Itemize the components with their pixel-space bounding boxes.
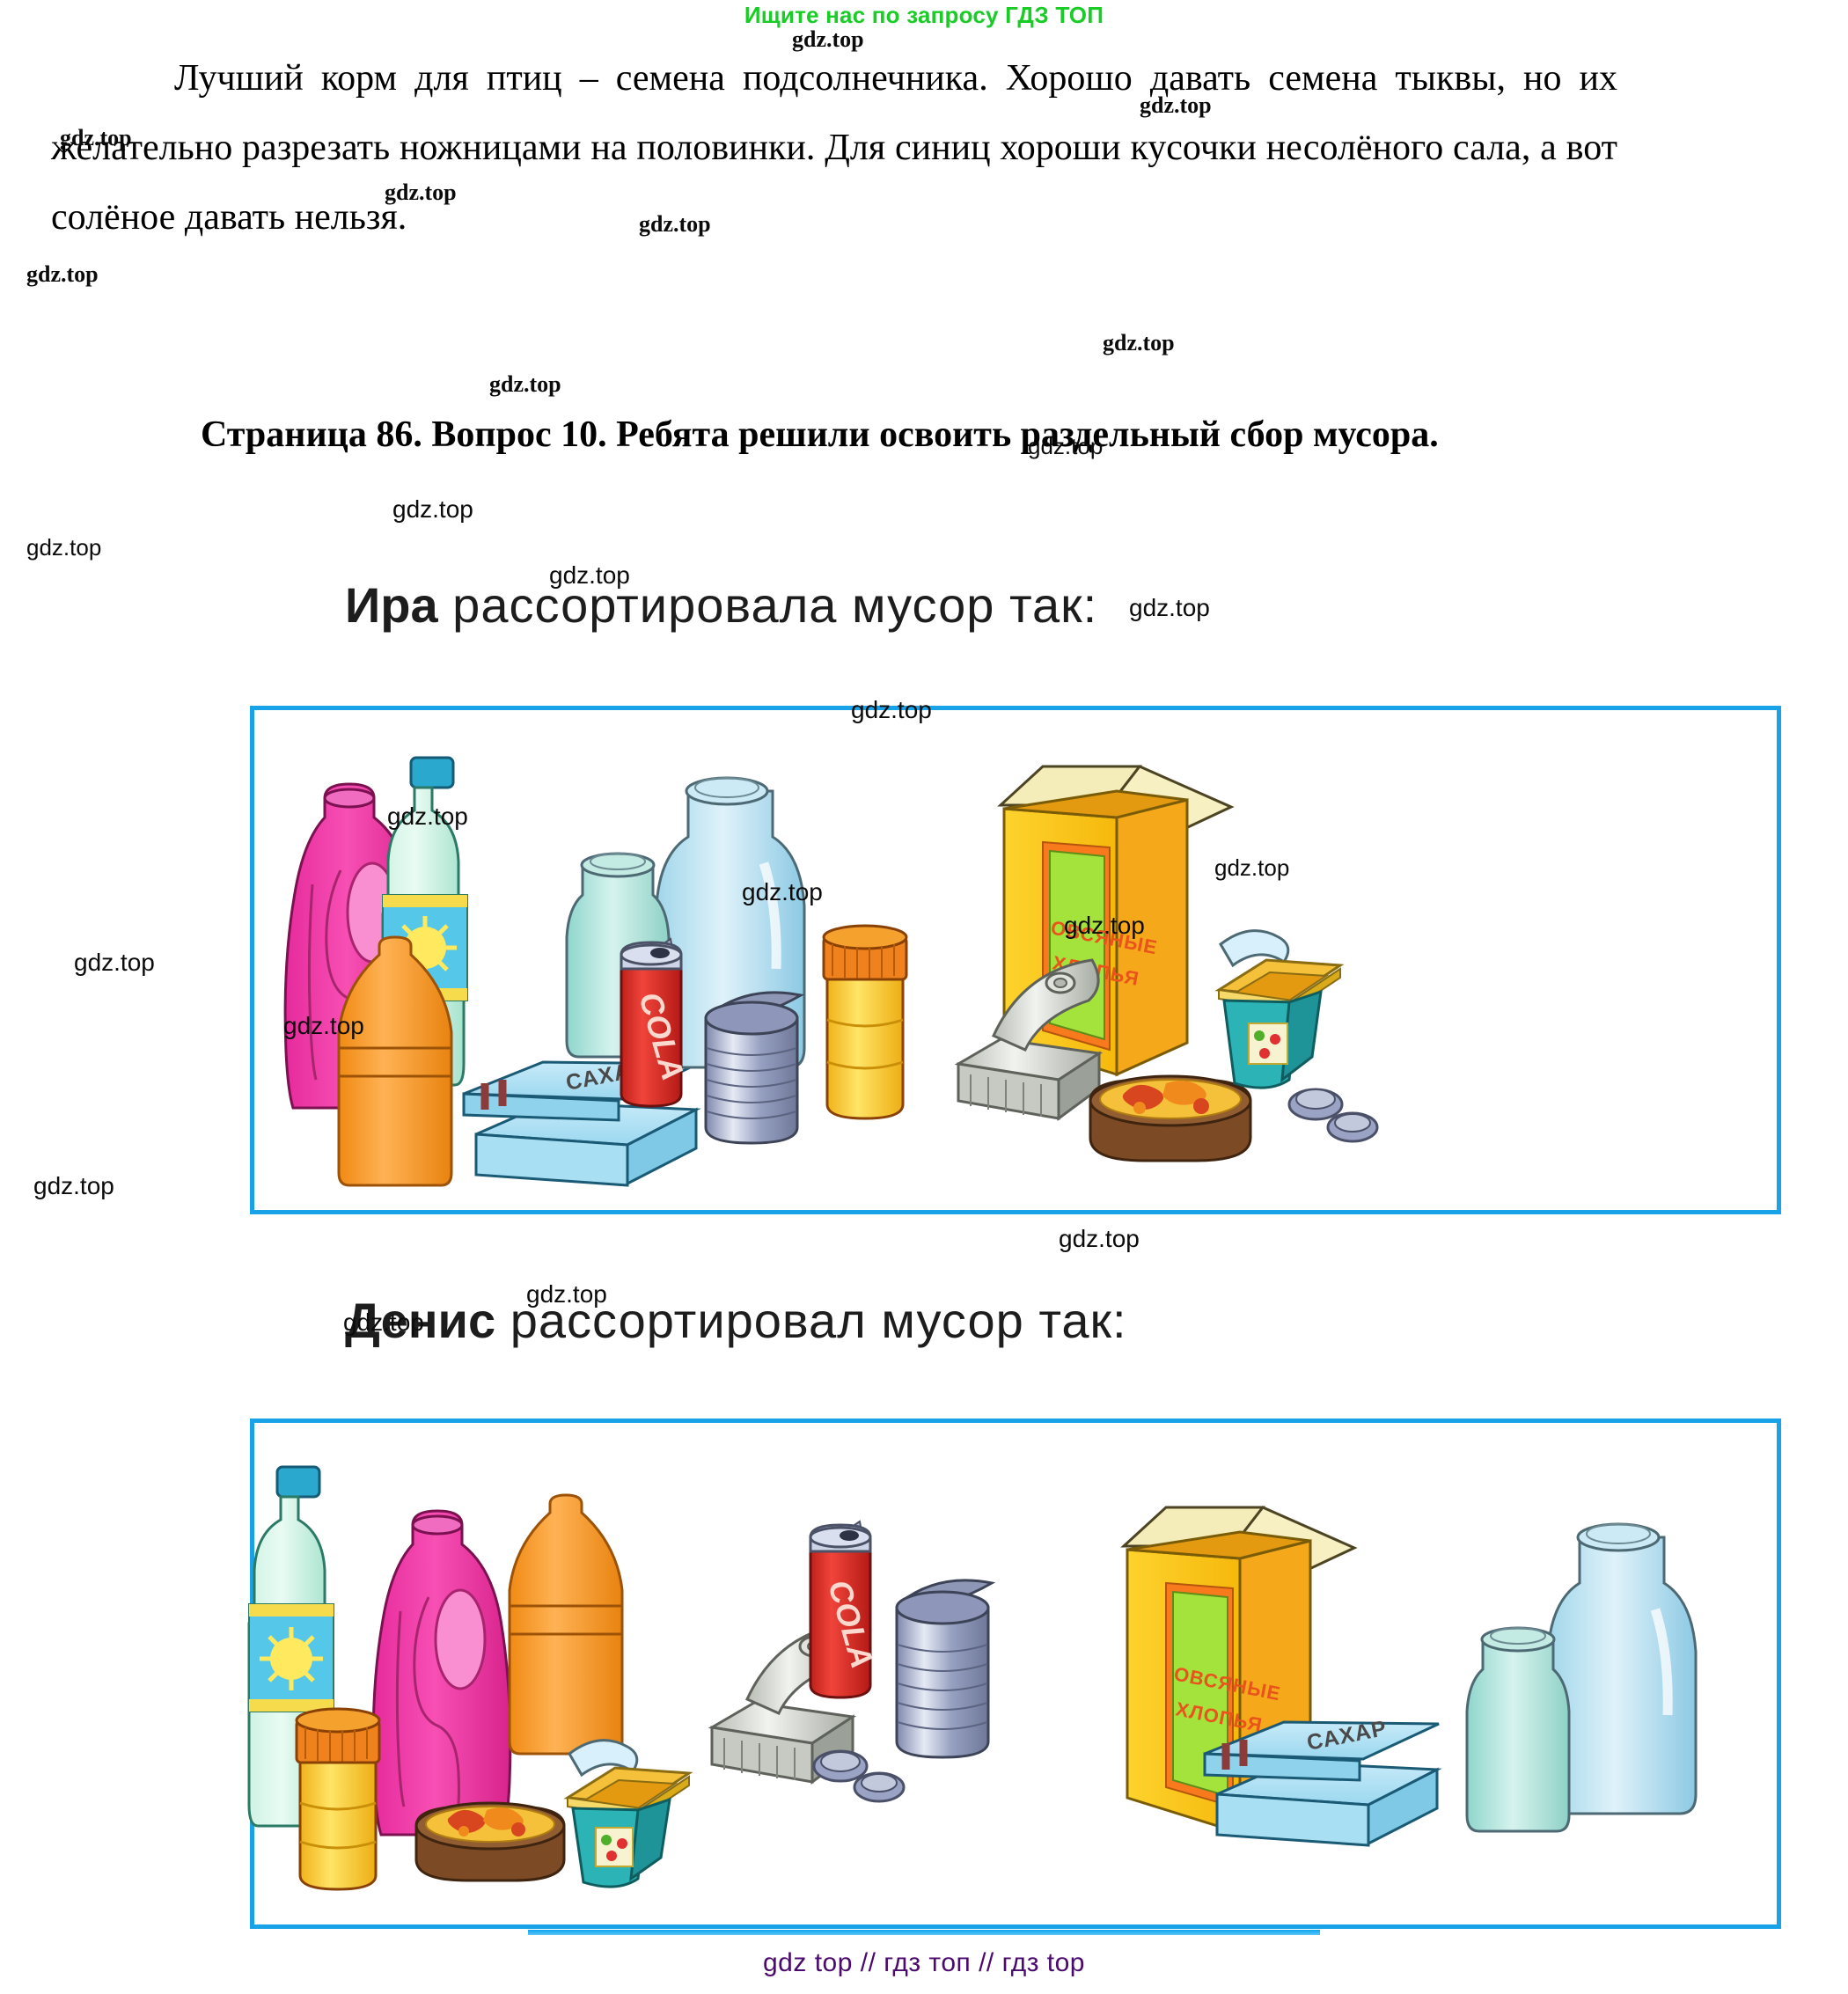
group-denis-metal: COLA	[708, 1502, 1082, 1880]
orange-bottle-icon	[337, 935, 453, 1187]
watermark: gdz.top	[26, 261, 99, 287]
promo-banner: Ищите нас по запросу ГДЗ ТОП	[744, 2, 1104, 28]
watermark: gdz.top	[1059, 1225, 1140, 1252]
illustration-box-denis: COLA	[247, 1419, 1781, 1929]
cola-can-icon: COLA	[809, 1520, 881, 1699]
caption-denis: Денис рассортировал мусор так:	[345, 1292, 1127, 1349]
small-glass-jar-icon	[1465, 1626, 1571, 1833]
watermark: gdz.top	[392, 495, 473, 523]
intro-paragraph: Лучший корм для птиц – семена подсолнечн…	[51, 44, 1617, 253]
watermark: gdz.top	[489, 371, 561, 397]
group-ira-glass-metal: COLA	[558, 749, 998, 1189]
caption-ira: Ира рассортировала мусор так:	[345, 576, 1097, 634]
group-ira-paper: ОВСЯНЫЕ ХЛОПЬЯ	[954, 747, 1390, 1187]
page-title: Страница 86. Вопрос 10. Ребята решили ос…	[51, 400, 1635, 469]
footer-links: gdz top // гдз топ // гдз top	[762, 1948, 1085, 1977]
yellow-plastic-jar-icon	[295, 1707, 381, 1891]
yogurt-cup-icon	[563, 1739, 693, 1888]
watermark: gdz.top	[1103, 330, 1175, 356]
svg-group-denis-metal: COLA	[708, 1520, 996, 1803]
cereal-box-icon: ОВСЯНЫЕ ХЛОПЬЯ	[997, 765, 1235, 1077]
caption-denis-name: Денис	[345, 1293, 496, 1348]
svg-group-denis-plastic	[247, 1465, 693, 1891]
intro-paragraph-text: Лучший корм для птиц – семена подсолнечн…	[51, 58, 1617, 238]
group-denis-plastic	[228, 1441, 721, 1907]
caption-denis-rest: рассортировал мусор так:	[510, 1293, 1127, 1348]
watermark: gdz.top	[33, 1172, 114, 1199]
bottle-caps-icon	[812, 1749, 906, 1803]
footer-divider	[528, 1930, 1320, 1935]
pate-tin-icon	[414, 1801, 566, 1882]
svg-group-ira-glass-metal: COLA	[565, 776, 908, 1145]
sardine-tin-icon	[954, 958, 1104, 1121]
group-denis-paper: ОВСЯНЫЕ ХЛОПЬЯ САХАР	[1108, 1497, 1478, 1893]
caption-ira-rest: рассортировала мусор так:	[452, 577, 1098, 633]
tin-can-icon	[704, 991, 805, 1145]
orange-bottle-icon	[508, 1493, 624, 1756]
bottle-caps-icon	[1287, 1088, 1379, 1143]
watermark: gdz.top	[26, 534, 102, 561]
caption-ira-name: Ира	[345, 577, 438, 633]
svg-group-ira-paper: ОВСЯНЫЕ ХЛОПЬЯ	[954, 765, 1379, 1162]
svg-group-denis-paper: ОВСЯНЫЕ ХЛОПЬЯ САХАР	[1120, 1506, 1442, 1847]
pink-detergent-bottle-icon	[371, 1509, 512, 1836]
watermark: gdz.top	[1129, 594, 1210, 621]
pate-tin-icon	[1089, 1074, 1252, 1162]
large-glass-jar-icon	[1546, 1522, 1698, 1815]
tin-can-icon	[895, 1579, 996, 1759]
sugar-box-icon: САХАР	[1203, 1716, 1442, 1847]
illustration-box-ira: САХАР	[250, 706, 1781, 1214]
group-denis-glass	[1465, 1513, 1759, 1882]
svg-group-denis-glass	[1465, 1522, 1698, 1833]
yellow-plastic-jar-icon	[822, 924, 908, 1120]
question-heading-text: Страница 86. Вопрос 10. Ребята решили ос…	[201, 414, 1439, 455]
cola-can-icon: COLA	[620, 937, 692, 1108]
yogurt-cup-icon	[1214, 929, 1345, 1089]
watermark: gdz.top	[74, 949, 155, 976]
